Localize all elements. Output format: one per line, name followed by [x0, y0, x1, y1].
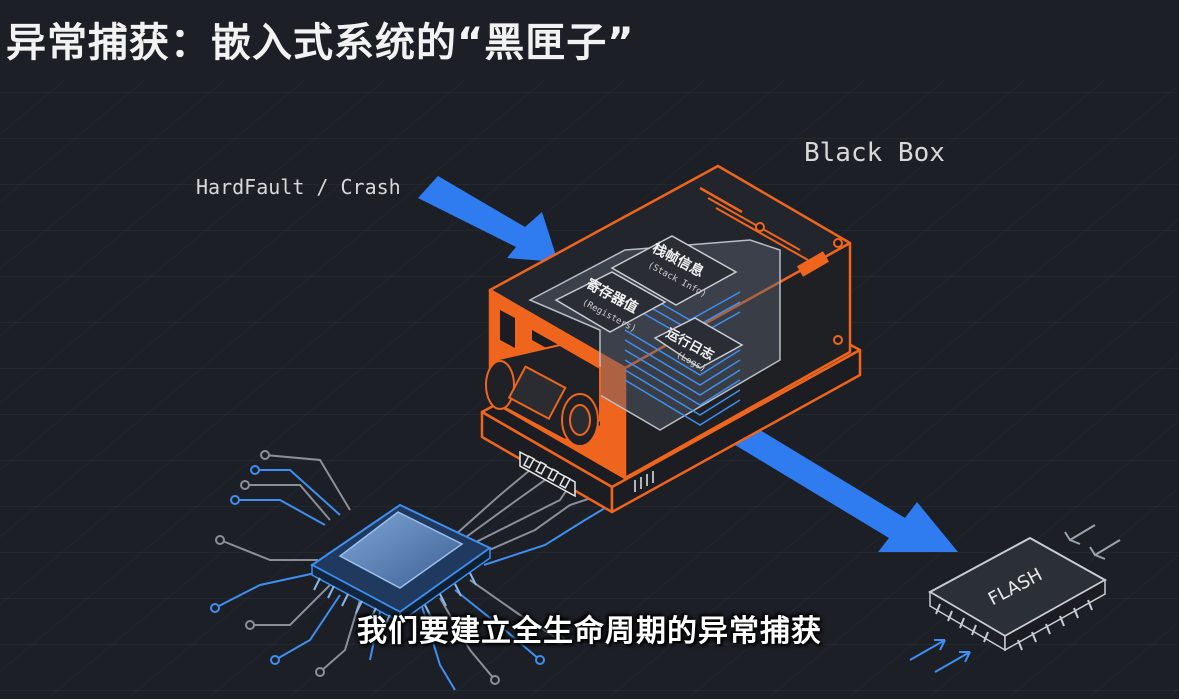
status-indicator	[797, 251, 829, 277]
top-panel-lines	[699, 186, 809, 261]
video-subtitle: 我们要建立全生命周期的异常捕获	[357, 614, 822, 649]
save-to-flash-arrow-icon	[735, 430, 958, 552]
page-title: 异常捕获：嵌入式系统的“黑匣子”	[6, 20, 635, 66]
connector-module-icon	[485, 343, 601, 447]
card-stack-info: 栈帧信息 (Stack Info)	[610, 235, 738, 306]
card-registers: 寄存器值 (Registers)	[554, 271, 667, 335]
circuit-traces	[214, 454, 611, 691]
crash-source-label: HardFault / Crash	[196, 175, 401, 199]
read-arrows-icon	[909, 639, 971, 673]
screw-icons	[755, 222, 843, 345]
pin-header-icon	[519, 450, 576, 498]
write-arrows-icon	[1064, 524, 1121, 560]
cpu-chip-icon	[310, 503, 492, 628]
vent-slots	[634, 471, 654, 492]
flash-chip-icon: FLASH	[927, 536, 1108, 652]
black-box-label: Black Box	[804, 138, 945, 168]
crash-arrow-icon	[418, 176, 558, 262]
trace-end-dots	[210, 450, 565, 685]
